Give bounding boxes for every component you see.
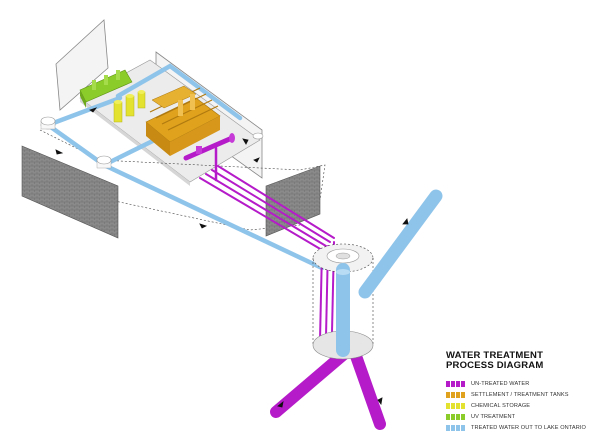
- legend-title-line-2: PROCESS DIAGRAM: [446, 361, 596, 371]
- legend-item-chemical: CHEMICAL STORAGE: [446, 401, 596, 411]
- legend-item-untreated: UN-TREATED WATER: [446, 379, 596, 389]
- legend-label: UV TREATMENT: [471, 414, 515, 420]
- legend-label: UN-TREATED WATER: [471, 381, 529, 387]
- legend-label: SETTLEMENT / TREATMENT TANKS: [471, 392, 569, 398]
- legend-items: UN-TREATED WATER SETTLEMENT / TREATMENT …: [446, 379, 596, 433]
- legend-label: CHEMICAL STORAGE: [471, 403, 530, 409]
- legend-item-settlement: SETTLEMENT / TREATMENT TANKS: [446, 390, 596, 400]
- legend-swatch: [446, 403, 465, 409]
- legend: WATER TREATMENT PROCESS DIAGRAM UN-TREAT…: [446, 351, 596, 434]
- legend-swatch: [446, 414, 465, 420]
- legend-swatch: [446, 425, 465, 431]
- treated-water-outlet: [343, 196, 436, 350]
- outlet-cap: [336, 269, 350, 275]
- legend-item-treated: TREATED WATER OUT TO LAKE ONTARIO: [446, 423, 596, 433]
- legend-swatch: [446, 392, 465, 398]
- legend-swatch: [446, 381, 465, 387]
- legend-label: TREATED WATER OUT TO LAKE ONTARIO: [471, 425, 586, 431]
- legend-item-uv: UV TREATMENT: [446, 412, 596, 422]
- legend-title: WATER TREATMENT PROCESS DIAGRAM: [446, 351, 596, 371]
